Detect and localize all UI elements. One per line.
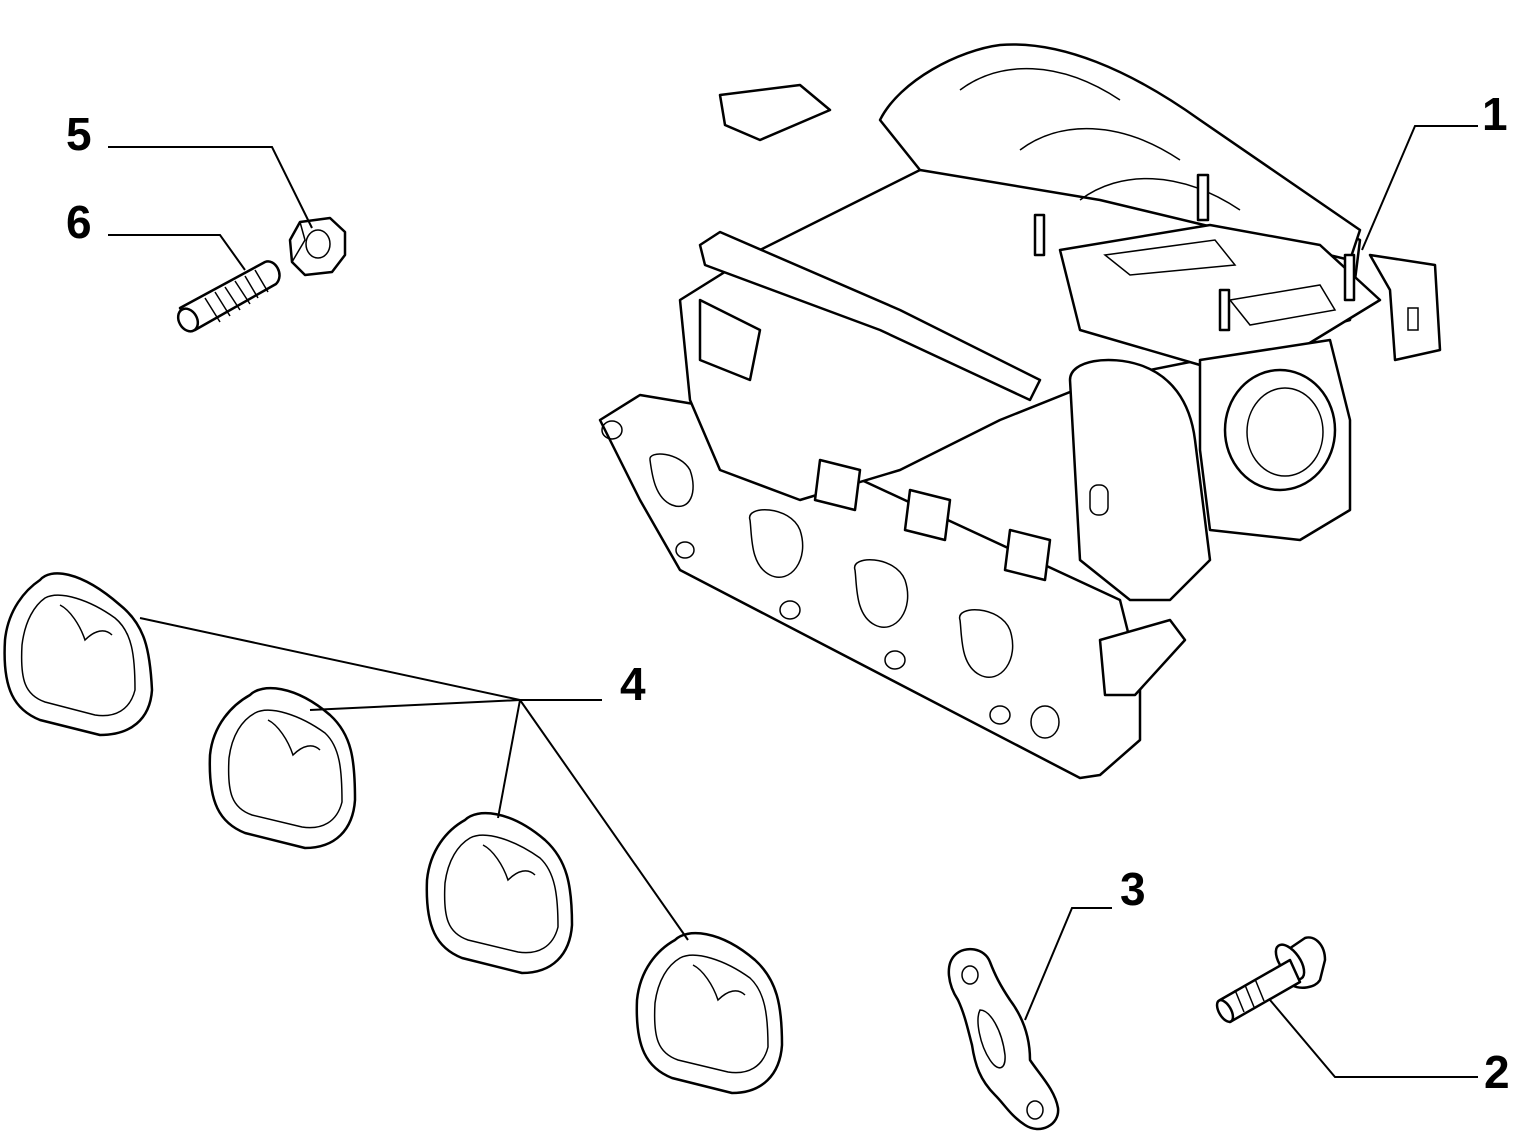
- flange-bolt: [1215, 936, 1327, 1024]
- port-gasket-1: [3, 572, 154, 737]
- port-gasket-2: [208, 686, 357, 850]
- port-gasket-4: [635, 931, 784, 1095]
- callout-label-4: 4: [620, 658, 646, 710]
- intake-manifold: [598, 43, 1442, 780]
- leader-lines: [108, 125, 1478, 1078]
- callout-label-1: 1: [1482, 88, 1508, 140]
- callout-label-5: 5: [66, 108, 92, 160]
- callout-label-6: 6: [66, 196, 92, 248]
- port-gasket-3: [425, 811, 574, 975]
- hex-nut: [288, 216, 347, 277]
- callout-label-2: 2: [1484, 1046, 1510, 1098]
- stud: [176, 260, 281, 333]
- callout-label-3: 3: [1120, 863, 1146, 915]
- flange-gasket: [947, 947, 1060, 1131]
